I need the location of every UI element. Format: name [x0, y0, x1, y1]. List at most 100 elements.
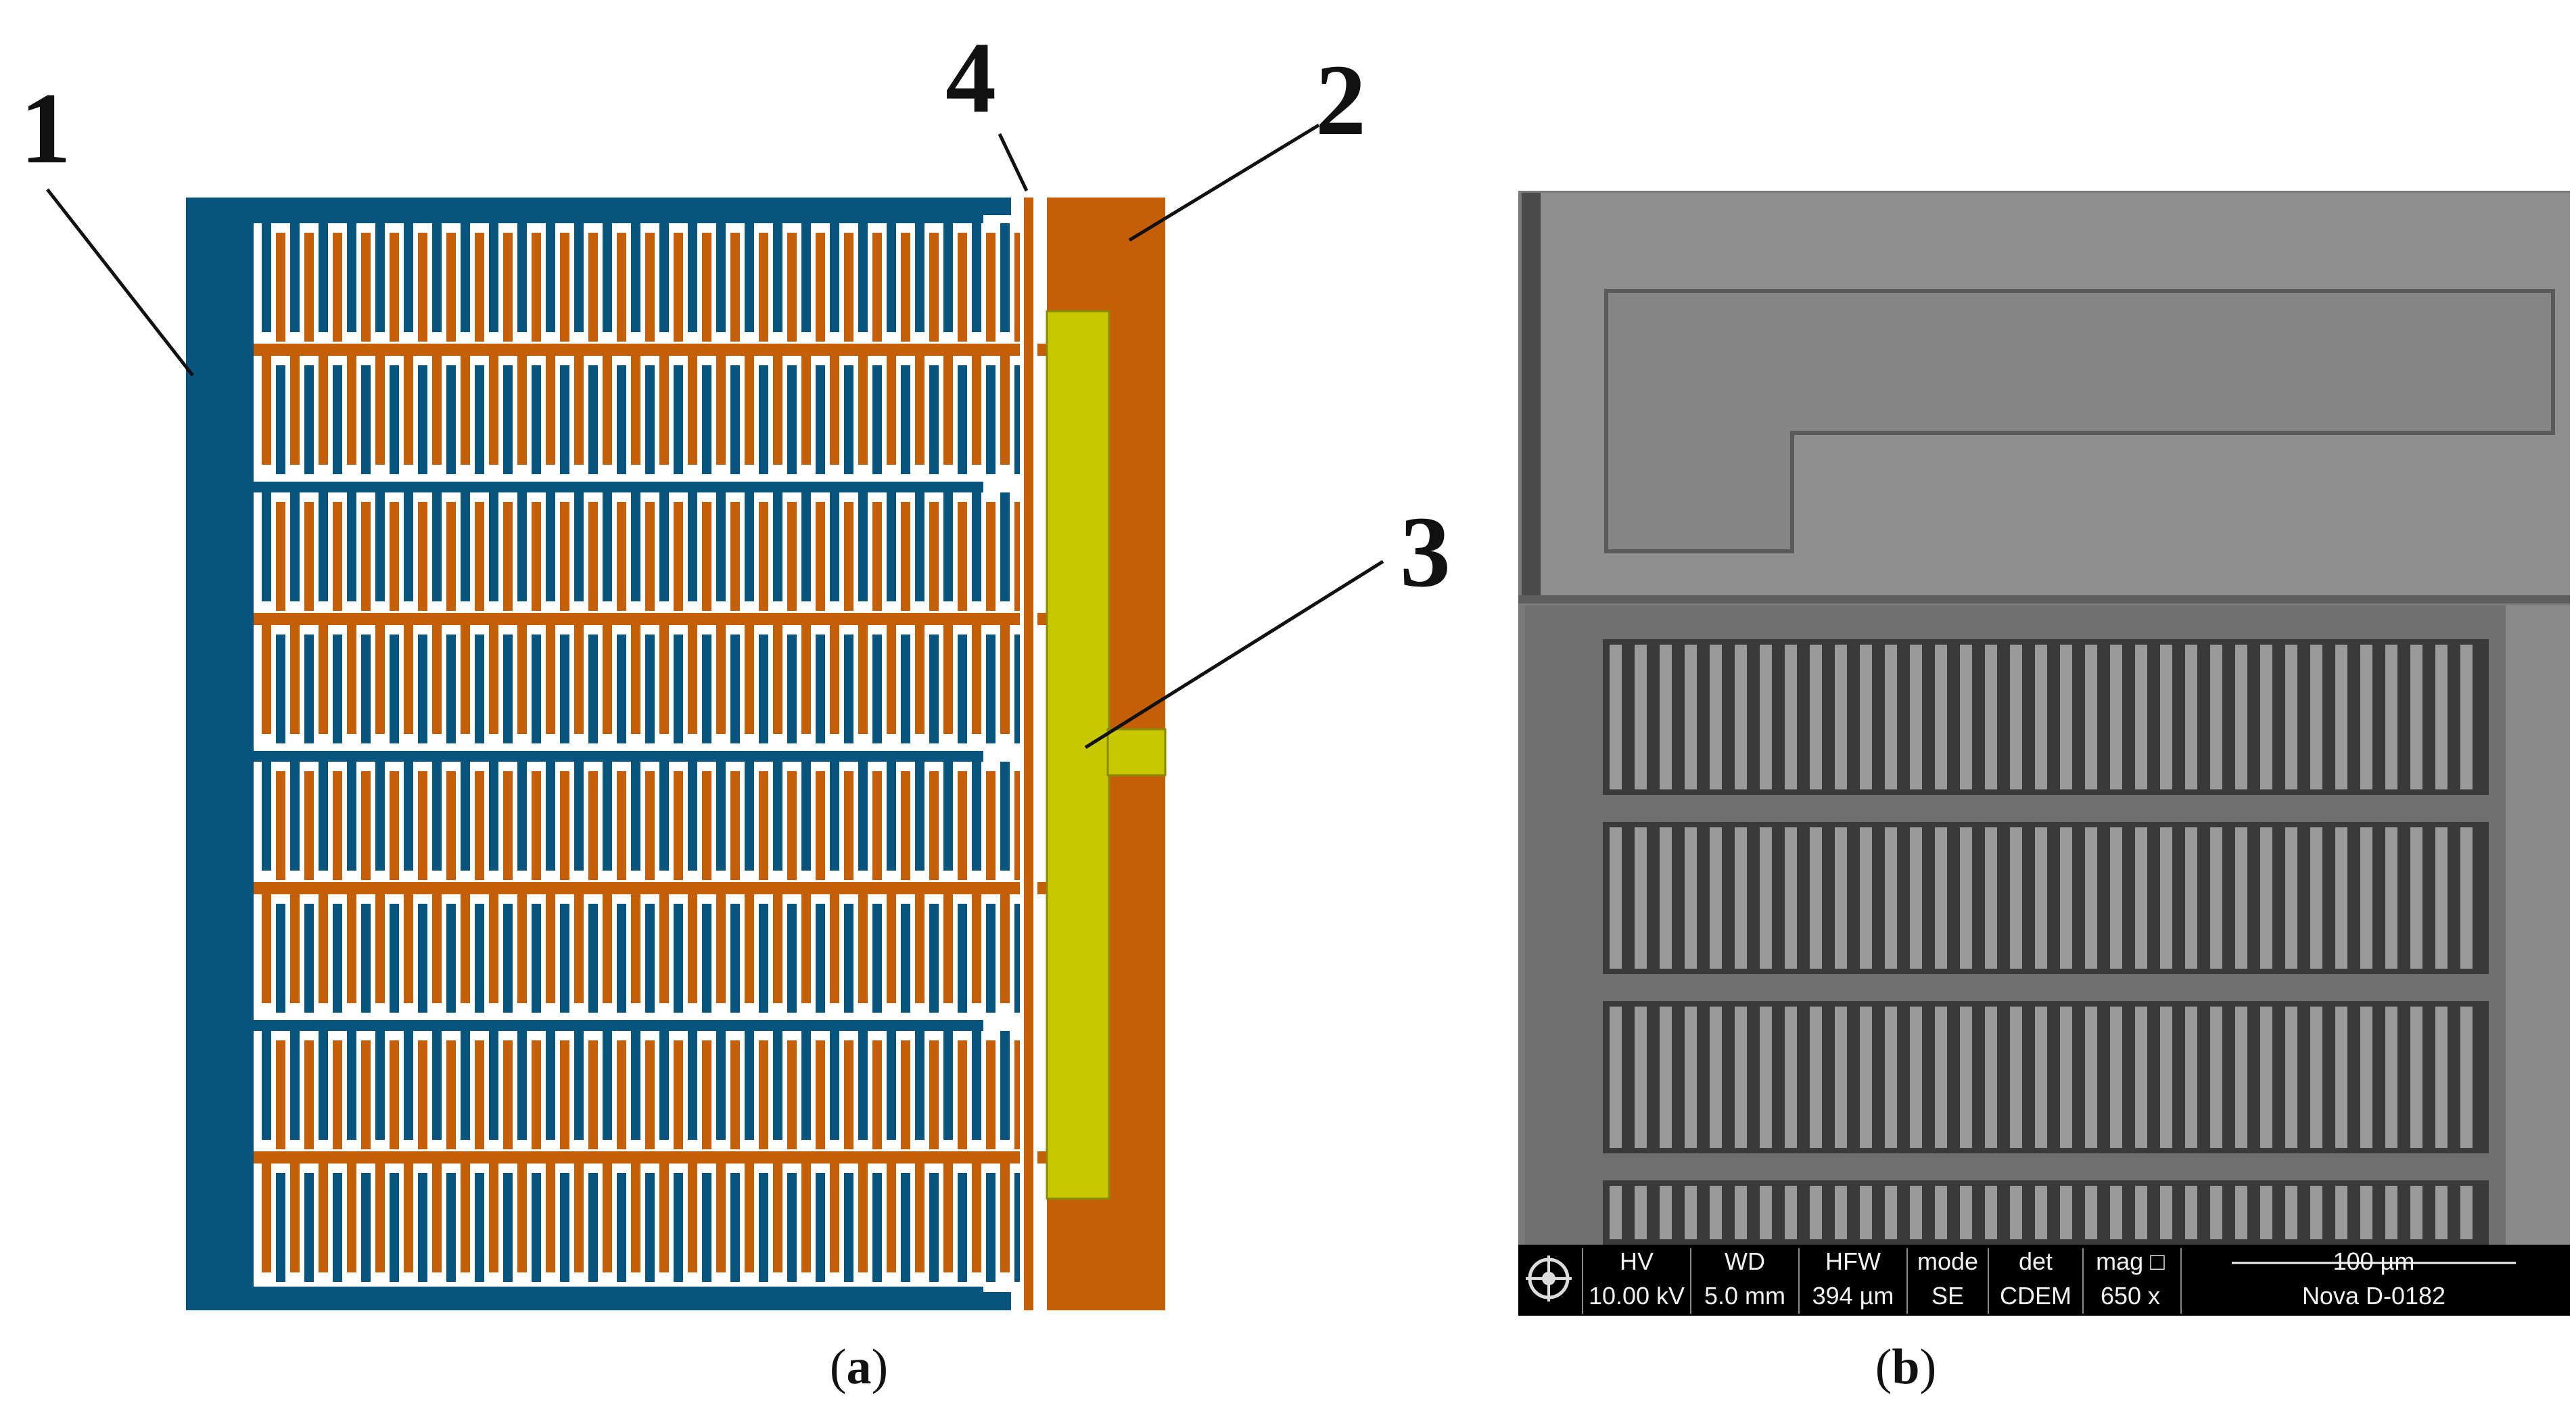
- orange-finger: [375, 625, 385, 734]
- sem-info-value: CDEM: [2000, 1282, 2071, 1310]
- orange-finger: [532, 1040, 541, 1149]
- orange-finger: [304, 502, 314, 611]
- blue-finger: [816, 904, 825, 1013]
- blue-finger: [390, 904, 399, 1013]
- orange-finger: [461, 894, 470, 1003]
- blue-finger: [503, 1173, 513, 1282]
- sem-finger: [2085, 1186, 2097, 1239]
- sem-finger: [2435, 645, 2448, 789]
- blue-finger: [887, 762, 896, 871]
- sem-finger: [1885, 645, 1897, 789]
- blue-finger: [702, 635, 711, 743]
- sem-finger: [1710, 645, 1722, 789]
- blue-finger: [901, 635, 910, 743]
- blue-finger: [929, 904, 939, 1013]
- orange-finger: [1000, 625, 1010, 734]
- orange-finger: [489, 625, 498, 734]
- orange-finger: [745, 1164, 754, 1272]
- sem-finger: [2035, 645, 2047, 789]
- blue-finger: [986, 1173, 996, 1282]
- orange-finger: [688, 1164, 697, 1272]
- sem-finger: [1685, 827, 1697, 969]
- orange-finger: [943, 894, 953, 1003]
- orange-finger: [560, 771, 569, 880]
- sem-finger: [1860, 645, 1872, 789]
- orange-finger: [972, 356, 981, 465]
- sem-finger: [1760, 1007, 1772, 1148]
- blue-finger: [603, 1031, 612, 1140]
- orange-finger: [787, 771, 797, 880]
- orange-finger: [517, 894, 527, 1003]
- orange-finger: [489, 894, 498, 1003]
- orange-finger: [588, 233, 598, 342]
- orange-finger: [375, 1164, 385, 1272]
- blue-finger: [432, 223, 442, 332]
- blue-finger: [489, 223, 498, 332]
- sem-finger: [2060, 1186, 2072, 1239]
- blue-finger: [872, 365, 882, 474]
- blue-finger: [958, 1173, 967, 1282]
- blue-finger: [532, 1173, 541, 1282]
- blue-finger: [972, 1031, 981, 1140]
- blue-finger: [915, 223, 924, 332]
- orange-finger: [816, 233, 825, 342]
- orange-finger: [759, 771, 768, 880]
- orange-finger: [858, 1164, 868, 1272]
- orange-finger: [787, 233, 797, 342]
- sem-finger: [2335, 827, 2347, 969]
- sem-finger: [2310, 645, 2322, 789]
- blue-finger: [532, 635, 541, 743]
- sem-finger: [1985, 645, 1997, 789]
- caption-a: (a): [830, 1339, 888, 1395]
- blue-finger: [872, 1173, 882, 1282]
- sem-finger: [1735, 827, 1747, 969]
- orange-finger: [915, 356, 924, 465]
- blue-finger: [461, 492, 470, 601]
- sem-finger: [2210, 1007, 2222, 1148]
- orange-finger: [347, 894, 356, 1003]
- orange-finger: [929, 1040, 939, 1149]
- orange-finger: [816, 771, 825, 880]
- orange-finger: [574, 894, 584, 1003]
- blue-finger: [532, 365, 541, 474]
- sem-instrument-label: Nova D-0182: [2302, 1282, 2445, 1310]
- blue-finger: [461, 762, 470, 871]
- orange-finger: [461, 625, 470, 734]
- sem-finger: [2210, 827, 2222, 969]
- orange-finger: [588, 771, 598, 880]
- orange-finger: [929, 502, 939, 611]
- blue-finger: [361, 1173, 371, 1282]
- orange-finger: [986, 1040, 996, 1149]
- blue-finger: [986, 365, 996, 474]
- orange-finger: [915, 894, 924, 1003]
- blue-finger: [574, 223, 584, 332]
- blue-finger: [304, 904, 314, 1013]
- orange-finger: [659, 894, 669, 1003]
- blue-finger: [645, 1173, 655, 1282]
- orange-finger: [446, 1040, 456, 1149]
- blue-finger: [560, 1173, 569, 1282]
- sem-finger: [2260, 1186, 2272, 1239]
- orange-finger: [816, 502, 825, 611]
- sem-finger: [1685, 645, 1697, 789]
- orange-finger: [290, 1164, 300, 1272]
- sem-finger: [1785, 645, 1797, 789]
- blue-finger: [418, 635, 427, 743]
- orange-finger: [546, 894, 555, 1003]
- blue-finger: [716, 223, 726, 332]
- sem-finger: [1735, 645, 1747, 789]
- blue-finger: [773, 762, 782, 871]
- sem-finger: [1985, 1007, 1997, 1148]
- sem-finger: [2010, 827, 2022, 969]
- orange-finger: [872, 1040, 882, 1149]
- caption-b: (b): [1875, 1339, 1936, 1395]
- blue-finger: [290, 1031, 300, 1140]
- blue-finger: [574, 1031, 584, 1140]
- blue-finger: [816, 365, 825, 474]
- orange-finger: [986, 233, 996, 342]
- orange-finger: [276, 502, 285, 611]
- orange-finger: [390, 233, 399, 342]
- blue-spine: [250, 212, 983, 223]
- orange-finger: [801, 356, 811, 465]
- sem-finger: [1785, 827, 1797, 969]
